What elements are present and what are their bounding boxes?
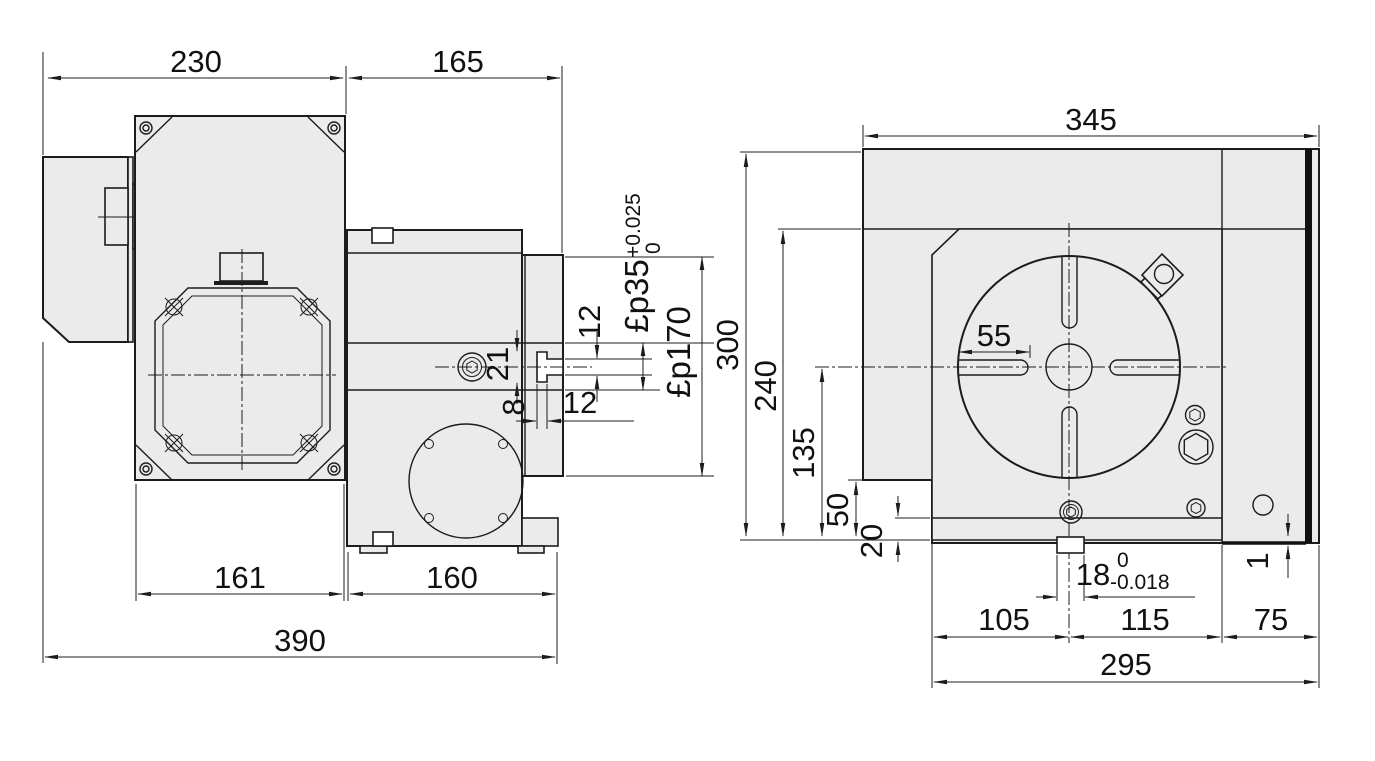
side-view-dimensions: 230 165 161 160 390 12 21 8 12 £p35 +0.0… [42, 44, 714, 664]
svg-text:+0.025: +0.025 [622, 193, 645, 258]
svg-text:0: 0 [642, 242, 665, 254]
clamp-lever-icon [1139, 252, 1185, 301]
bottom-corner-block [521, 517, 559, 547]
dim-160-label: 160 [426, 560, 478, 595]
dim-295-label: 295 [1100, 647, 1152, 682]
dim-300-label: 300 [710, 319, 745, 371]
dim-18-label: 18 [1076, 557, 1110, 592]
octagon-housing-inner [162, 295, 323, 456]
dim-slot-inner-depth-label: 8 [496, 398, 531, 415]
dim-18-tol-upper: 0 [1117, 549, 1129, 572]
corner-chamfers [135, 116, 345, 481]
dim-1-label: 1 [1240, 552, 1275, 569]
hex-screw-bottom-center-icon [1059, 500, 1083, 524]
dim-115-label: 115 [1120, 602, 1169, 637]
clamp-screw-icon [457, 352, 487, 382]
corner-screw-icons [139, 121, 341, 476]
edge-stripe [1305, 149, 1312, 543]
dim-50-label: 50 [820, 493, 855, 527]
worm-gear-body [346, 229, 523, 547]
dim-20-label: 20 [854, 524, 889, 558]
dim-240-label: 240 [748, 360, 783, 412]
dim-165-label: 165 [432, 44, 484, 79]
dim-18-tol-lower: -0.018 [1110, 571, 1170, 594]
dim-75-label: 75 [1254, 602, 1288, 637]
front-view-dimensions: 345 300 240 135 50 20 55 18 0 -0.018 1 1… [710, 102, 1320, 688]
dim-faceplate-label: £p170 [660, 306, 697, 398]
right-foot [517, 545, 545, 554]
dim-345-label: 345 [1065, 102, 1117, 137]
dim-135-label: 135 [786, 427, 821, 479]
dim-105-label: 105 [978, 602, 1030, 637]
side-view: 230 165 161 160 390 12 21 8 12 £p35 +0.0… [42, 44, 714, 664]
top-shaft-flange [214, 281, 268, 285]
dim-390-label: 390 [274, 623, 326, 658]
dim-bore-label: £p35 +0.025 0 [618, 193, 665, 333]
dim-slot-depth-label: 12 [563, 385, 597, 420]
gearbox-body [134, 115, 346, 481]
front-view: 345 300 240 135 50 20 55 18 0 -0.018 1 1… [710, 102, 1320, 688]
hex-bolt-large-icon [1178, 429, 1214, 465]
dim-161-label: 161 [214, 560, 266, 595]
dim-230-label: 230 [170, 44, 222, 79]
svg-text:£p35: £p35 [618, 259, 655, 332]
octagon-screw-icons [164, 297, 319, 453]
locating-key [1056, 536, 1085, 554]
left-foot [359, 545, 388, 554]
dim-55-label: 55 [977, 318, 1011, 353]
round-cover [408, 423, 524, 539]
dim-slot-inner-width-label: 21 [480, 347, 515, 381]
dim-slot-opening-label: 12 [572, 305, 607, 339]
hex-screw-small-lower-icon [1186, 498, 1206, 518]
bottom-notch [372, 531, 394, 547]
top-notch [371, 227, 394, 244]
motor-housing [42, 156, 129, 343]
hex-screw-small-upper-icon [1184, 404, 1206, 426]
side-hole [1252, 494, 1274, 516]
cover-bolt-holes [424, 439, 508, 523]
